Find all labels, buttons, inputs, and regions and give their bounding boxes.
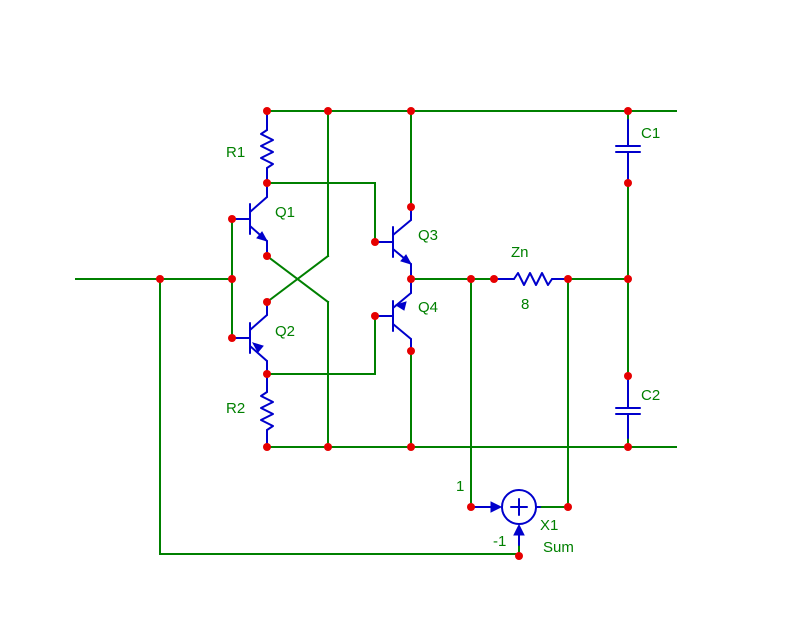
x1-label: X1	[540, 517, 558, 534]
q3-label: Q3	[418, 227, 438, 244]
node	[564, 503, 572, 511]
resistor-zn	[493, 272, 569, 286]
node	[324, 107, 332, 115]
sum-type-label: Sum	[543, 539, 574, 556]
cross-wire-b	[265, 254, 330, 304]
q2-label: Q2	[275, 323, 295, 340]
node	[371, 312, 379, 320]
capacitor-c2	[615, 375, 641, 439]
node	[467, 275, 475, 283]
node	[263, 107, 271, 115]
node	[407, 107, 415, 115]
nodes	[156, 107, 632, 560]
node	[407, 203, 415, 211]
q1-label: Q1	[275, 204, 295, 221]
node	[515, 552, 523, 560]
c1-label: C1	[641, 125, 660, 142]
node	[228, 275, 236, 283]
labels: R1 R2 Q1 Q2 Q3 Q4 Zn 8 C1 C2 1 -1 X1 Sum	[226, 125, 660, 556]
r2-label: R2	[226, 400, 245, 417]
node	[263, 370, 271, 378]
node	[228, 215, 236, 223]
node	[263, 252, 271, 260]
node	[624, 275, 632, 283]
wires	[75, 110, 677, 555]
node	[324, 443, 332, 451]
node	[263, 179, 271, 187]
node	[371, 238, 379, 246]
c2-label: C2	[641, 387, 660, 404]
node	[156, 275, 164, 283]
sum-gain-1-label: 1	[456, 478, 464, 495]
node	[407, 443, 415, 451]
transistor-q3	[374, 206, 413, 280]
node	[624, 179, 632, 187]
node	[624, 443, 632, 451]
node	[467, 503, 475, 511]
transistor-q2	[231, 301, 268, 375]
node	[624, 372, 632, 380]
transistor-q4	[374, 278, 412, 352]
node	[624, 107, 632, 115]
sum-gain-neg1-label: -1	[493, 533, 506, 550]
node	[490, 275, 498, 283]
node	[263, 298, 271, 306]
node	[407, 347, 415, 355]
resistor-r1	[260, 110, 274, 184]
transistor-q1	[231, 182, 269, 257]
capacitor-c1	[615, 119, 641, 184]
node	[263, 443, 271, 451]
resistor-r2	[260, 373, 274, 448]
q4-label: Q4	[418, 299, 438, 316]
zn-label: Zn	[511, 244, 529, 261]
node	[564, 275, 572, 283]
r1-label: R1	[226, 144, 245, 161]
node	[228, 334, 236, 342]
zn-value-label: 8	[521, 296, 529, 313]
node	[407, 275, 415, 283]
